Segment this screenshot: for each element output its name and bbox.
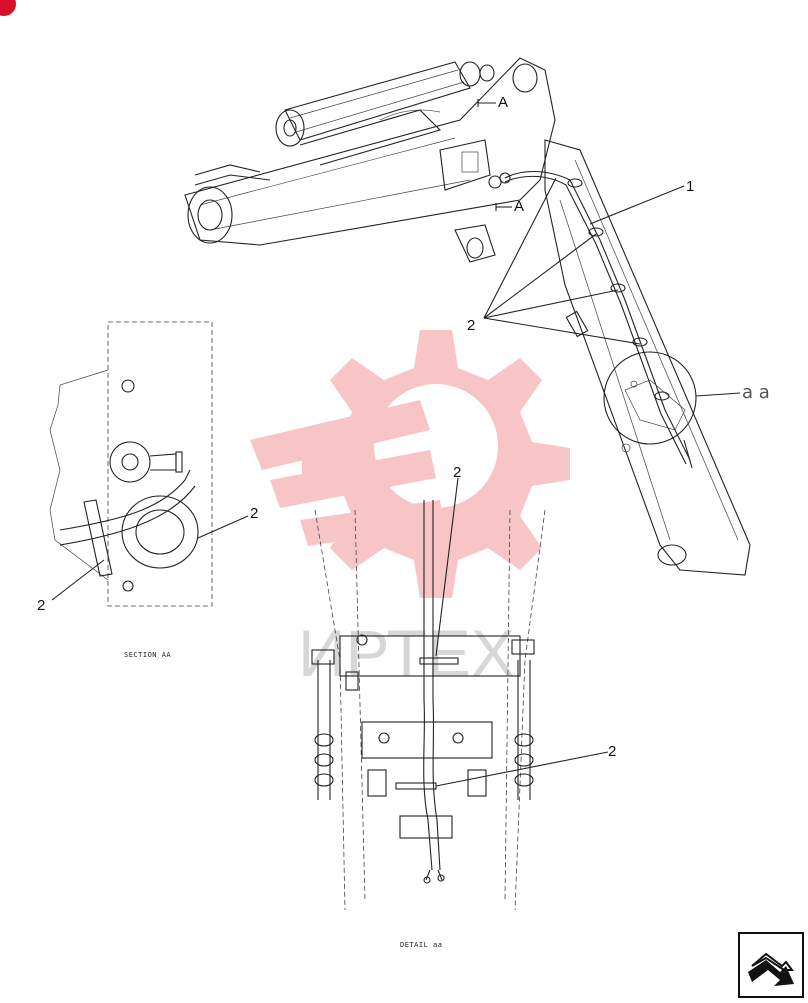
detail-aa-view	[311, 500, 546, 911]
svg-text:1: 1	[686, 178, 694, 195]
callout-2-section-left: 2	[37, 559, 105, 614]
watermark-gear-logo	[250, 330, 570, 598]
callout-2-top: 2	[467, 177, 641, 345]
view-marker-a-mid: A	[514, 198, 524, 215]
callout-1: 1	[589, 178, 694, 225]
next-page-arrow-icon	[738, 932, 804, 998]
callout-2-detail-bottom: 2	[435, 743, 616, 787]
svg-text:2: 2	[37, 597, 45, 614]
detail-aa-caption: DETAIL aa	[400, 941, 442, 949]
brand-dot-icon	[0, 0, 16, 16]
view-marker-a-top: A	[498, 94, 508, 111]
callout-2-detail-top: 2	[435, 464, 461, 657]
svg-text:2: 2	[453, 464, 461, 481]
dipper-arm: a a	[504, 139, 770, 576]
section-aa-view	[49, 321, 213, 607]
section-aa-caption: SECTION AA	[124, 651, 171, 659]
boom-assembly: A A	[184, 57, 556, 263]
svg-text:2: 2	[250, 505, 258, 522]
callout-2-section-right: 2	[197, 505, 258, 539]
detail-marker-aa: a a	[742, 382, 770, 403]
svg-text:2: 2	[608, 743, 616, 760]
svg-text:2: 2	[467, 317, 475, 334]
next-page-button[interactable]	[738, 932, 804, 998]
